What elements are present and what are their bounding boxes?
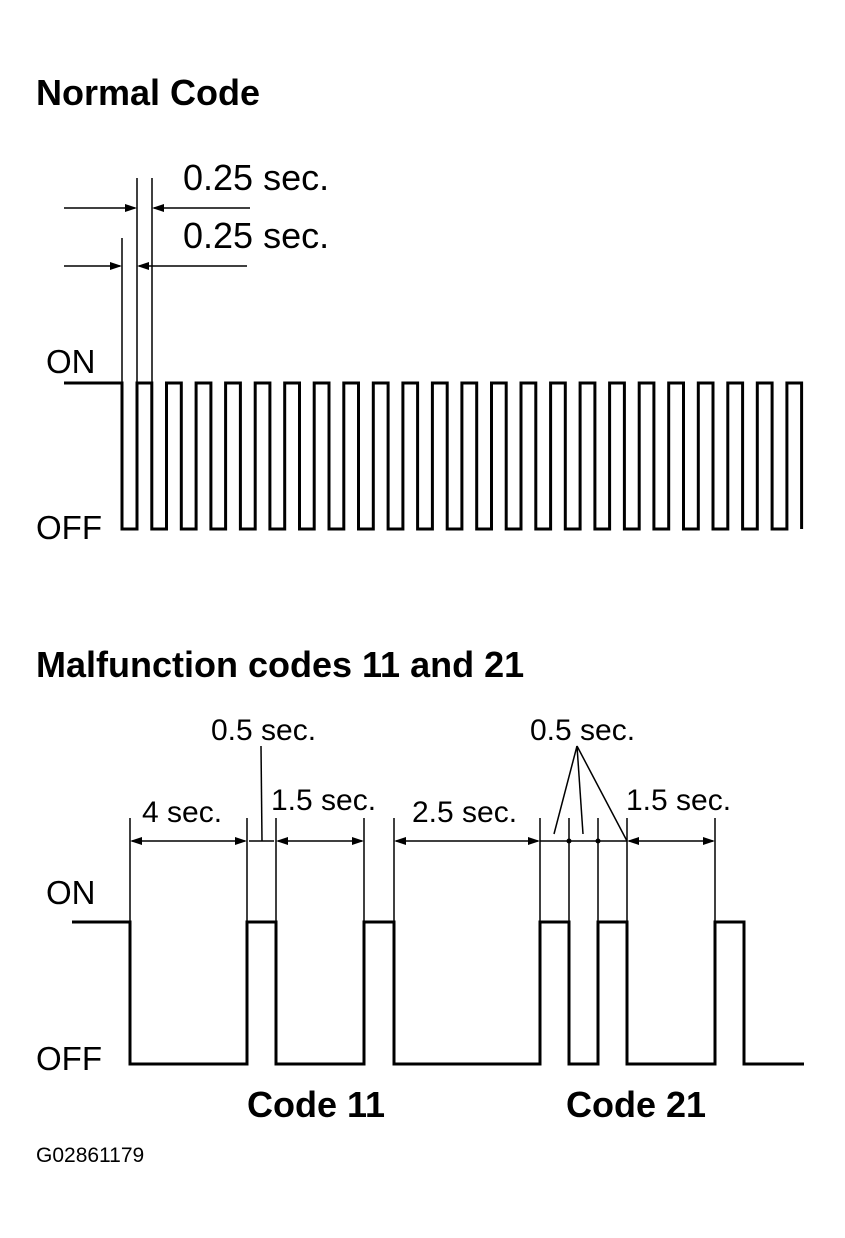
normal-interval-on-label: 0.25 sec. [183, 157, 329, 198]
dim-0-5-sec-code21: 0.5 sec. [530, 714, 635, 747]
code-21-label: Code 21 [566, 1084, 706, 1125]
malfunction-title: Malfunction codes 11 and 21 [36, 644, 524, 685]
malfunction-dimension-lines [129, 745, 716, 922]
malfunction-code-waveform [72, 920, 804, 1066]
dim-2-5-sec: 2.5 sec. [412, 796, 517, 829]
figure-id: G02861179 [36, 1144, 144, 1167]
normal-interval-off-label: 0.25 sec. [183, 215, 329, 256]
normal-code-title: Normal Code [36, 72, 260, 113]
normal-code-waveform [64, 381, 804, 531]
dim-4-sec: 4 sec. [142, 796, 222, 829]
normal-dimension-lines [64, 178, 250, 385]
malfunction-off-label: OFF [36, 1040, 102, 1077]
dim-1-5-sec-code21: 1.5 sec. [626, 784, 731, 817]
normal-on-label: ON [46, 343, 96, 380]
dim-1-5-sec-code11: 1.5 sec. [271, 784, 376, 817]
code-11-label: Code 11 [247, 1084, 385, 1125]
dim-0-5-sec-code11: 0.5 sec. [211, 714, 316, 747]
normal-off-label: OFF [36, 509, 102, 546]
malfunction-on-label: ON [46, 874, 96, 911]
